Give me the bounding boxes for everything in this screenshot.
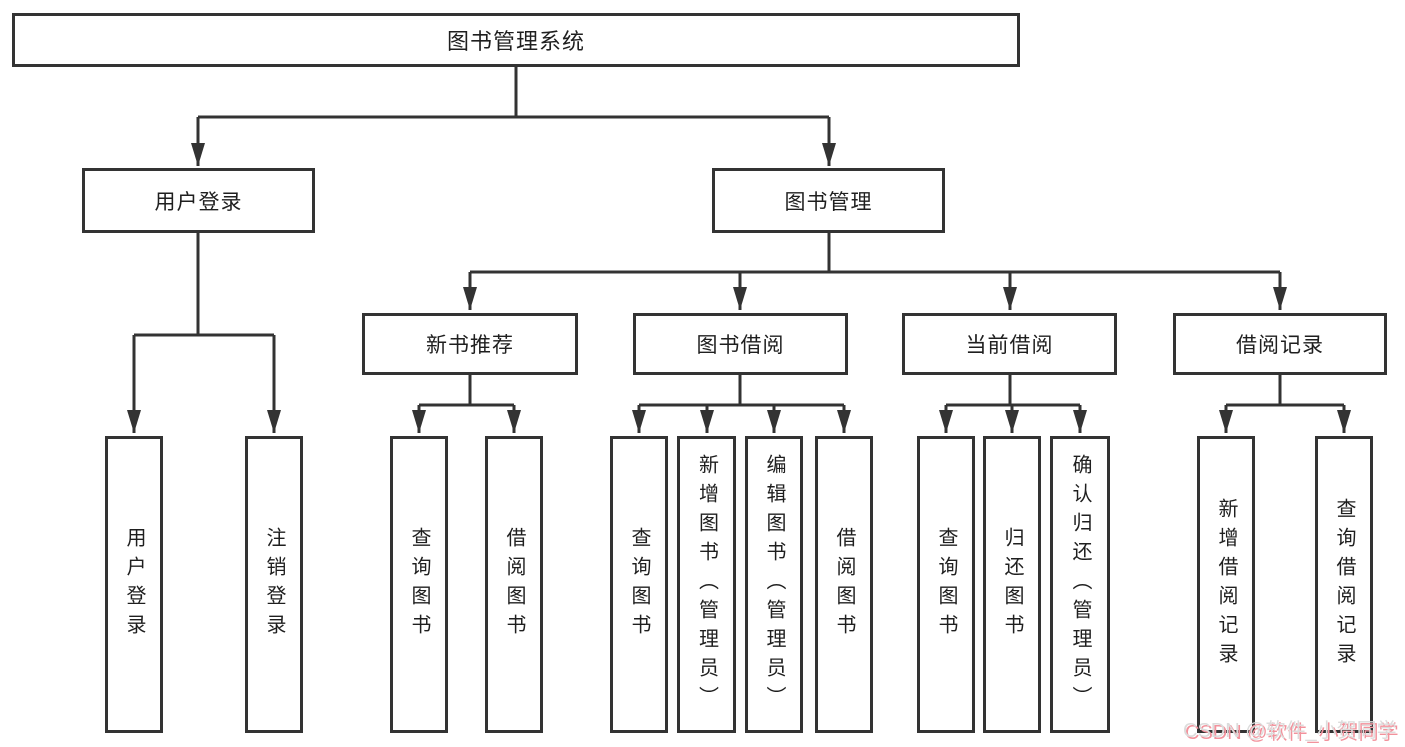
node-label: 图书借阅 [696, 334, 785, 357]
node-label: 借阅记录 [1236, 334, 1324, 357]
leaf-bb-edit-books-admin: 编辑图书（管理员） [745, 436, 803, 733]
leaf-cb-confirm-return-admin: 确认归还（管理员） [1050, 436, 1110, 733]
connector-current-borrow-children [946, 375, 1080, 407]
node-current-borrow: 当前借阅 [902, 313, 1117, 375]
leaf-label: 新增图书（管理员） [695, 454, 718, 715]
node-label: 用户登录 [154, 190, 243, 214]
node-book-borrow: 图书借阅 [633, 313, 848, 375]
node-label: 当前借阅 [965, 334, 1054, 357]
node-borrow-records: 借阅记录 [1173, 313, 1387, 375]
leaf-label: 注销登录 [263, 526, 285, 643]
leaf-label: 新增借阅记录 [1215, 497, 1237, 672]
leaf-nr-query-books: 查询图书 [390, 436, 448, 733]
connector-book-borrow-children [639, 375, 844, 407]
leaf-nr-borrow-books: 借阅图书 [485, 436, 543, 733]
node-label: 图书管理 [784, 190, 873, 214]
leaf-label: 查询图书 [408, 526, 430, 643]
leaf-bb-query-books: 查询图书 [610, 436, 668, 733]
leaf-label: 用户登录 [123, 526, 145, 643]
connector-borrow-records-children [1226, 375, 1344, 407]
node-book-management: 图书管理 [712, 168, 945, 233]
leaf-logout: 注销登录 [245, 436, 303, 733]
leaf-label: 确认归还（管理员） [1069, 454, 1091, 715]
leaf-cb-query-books: 查询图书 [917, 436, 975, 733]
node-library-management-system: 图书管理系统 [12, 13, 1020, 67]
node-user-login: 用户登录 [82, 168, 315, 233]
connector-new-book-recommend [419, 375, 514, 407]
node-label: 图书管理系统 [446, 29, 585, 54]
leaf-cb-return-books: 归还图书 [983, 436, 1041, 733]
leaf-bb-add-books-admin: 新增图书（管理员） [677, 436, 736, 733]
connector-root [198, 67, 829, 119]
connector-user-login [134, 233, 274, 337]
leaf-user-login: 用户登录 [105, 436, 163, 733]
leaf-label: 归还图书 [1001, 526, 1023, 643]
leaf-bb-borrow-books: 借阅图书 [815, 436, 873, 733]
node-label: 新书推荐 [426, 334, 514, 357]
leaf-label: 查询图书 [935, 526, 957, 643]
leaf-label: 编辑图书（管理员） [763, 454, 785, 715]
leaf-label: 借阅图书 [503, 526, 525, 643]
leaf-label: 查询借阅记录 [1333, 497, 1355, 672]
leaf-label: 借阅图书 [833, 526, 855, 643]
leaf-rec-add-borrow-record: 新增借阅记录 [1197, 436, 1255, 733]
leaf-rec-query-borrow-record: 查询借阅记录 [1315, 436, 1373, 733]
node-new-book-recommend: 新书推荐 [362, 313, 578, 375]
leaf-label: 查询图书 [628, 526, 650, 643]
connector-book-management [470, 233, 1280, 274]
